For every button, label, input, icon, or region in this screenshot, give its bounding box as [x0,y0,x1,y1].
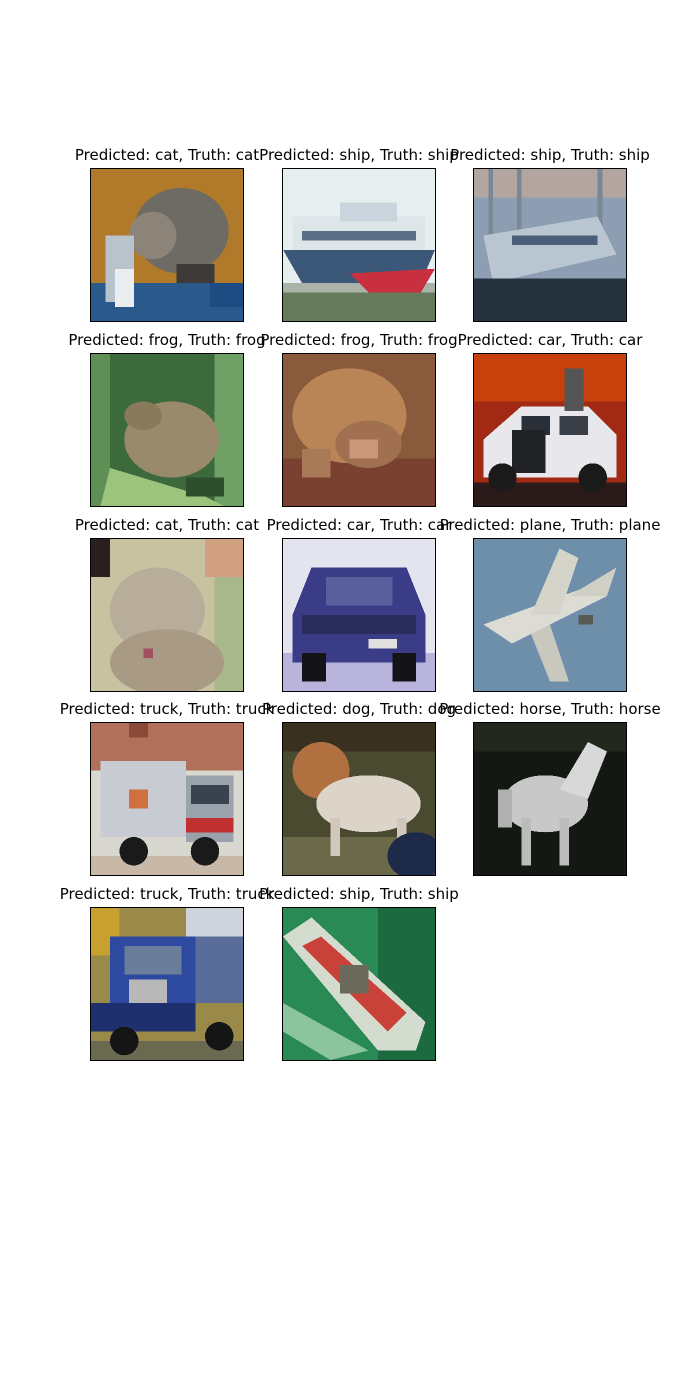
panel-dog: Predicted: dog, Truth: dog [262,700,456,876]
panel-image [282,907,436,1061]
panel-frog: Predicted: frog, Truth: frog [260,331,458,507]
panel-ship: Predicted: ship, Truth: ship [450,146,650,322]
panel-image [282,168,436,322]
panel-title: Predicted: ship, Truth: ship [259,146,459,164]
panel-ship: Predicted: ship, Truth: ship [259,146,459,322]
panel-cat: Predicted: cat, Truth: cat [75,516,259,692]
panel-ship: Predicted: ship, Truth: ship [259,885,459,1061]
panel-title: Predicted: ship, Truth: ship [259,885,459,903]
panel-title: Predicted: dog, Truth: dog [261,700,457,718]
panel-image [90,538,244,692]
panel-image [90,168,244,322]
panel-image [90,722,244,876]
panel-title: Predicted: frog, Truth: frog [260,331,458,349]
panel-frog: Predicted: frog, Truth: frog [68,331,266,507]
panel-image [282,722,436,876]
panel-title: Predicted: cat, Truth: cat [74,516,260,534]
panel-title: Predicted: frog, Truth: frog [68,331,266,349]
panel-title: Predicted: truck, Truth: truck [59,700,275,718]
panel-title: Predicted: car, Truth: car [266,516,452,534]
panel-image [282,538,436,692]
panel-image [90,353,244,507]
panel-image [473,538,627,692]
panel-image [282,353,436,507]
panel-horse: Predicted: horse, Truth: horse [439,700,661,876]
panel-title: Predicted: ship, Truth: ship [450,146,650,164]
panel-title: Predicted: truck, Truth: truck [59,885,275,903]
panel-car: Predicted: car, Truth: car [267,516,451,692]
panel-title: Predicted: cat, Truth: cat [74,146,260,164]
panel-title: Predicted: car, Truth: car [457,331,643,349]
panel-image [473,168,627,322]
panel-car: Predicted: car, Truth: car [458,331,642,507]
panel-truck: Predicted: truck, Truth: truck [60,700,274,876]
panel-title: Predicted: horse, Truth: horse [439,700,661,718]
panel-image [90,907,244,1061]
panel-image [473,722,627,876]
panel-cat: Predicted: cat, Truth: cat [75,146,259,322]
panel-image [473,353,627,507]
panel-title: Predicted: plane, Truth: plane [439,516,661,534]
panel-truck: Predicted: truck, Truth: truck [60,885,274,1061]
panel-plane: Predicted: plane, Truth: plane [440,516,660,692]
